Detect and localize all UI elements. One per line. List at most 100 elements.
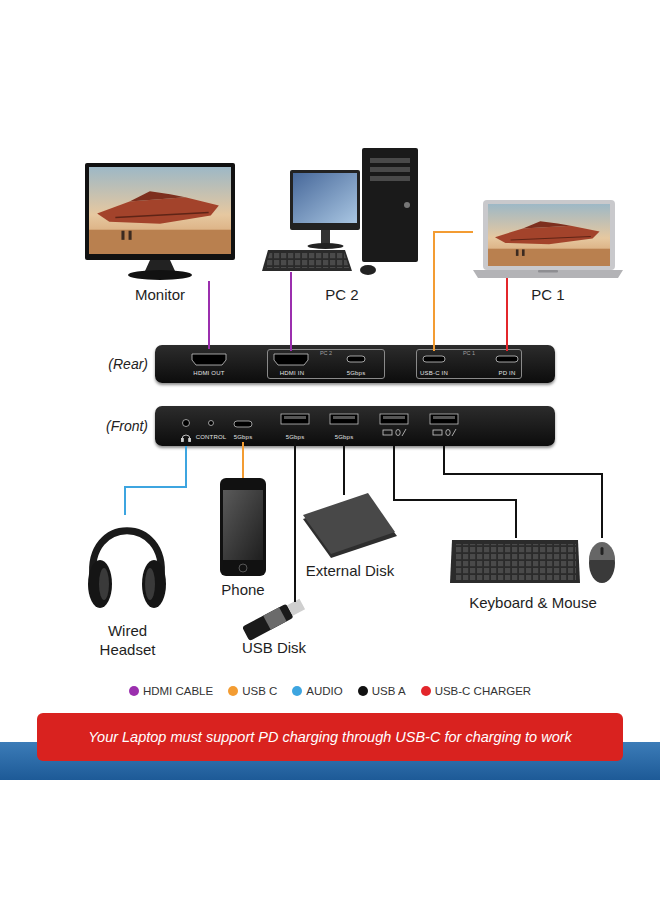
device-label: Phone bbox=[221, 581, 264, 598]
port-label: HDMI IN bbox=[264, 370, 320, 376]
port-box: HDMI IN bbox=[270, 351, 314, 378]
illustration-part bbox=[242, 603, 294, 641]
illustration-part bbox=[284, 416, 306, 419]
legend-text: USB A bbox=[372, 685, 406, 697]
cable-connector bbox=[434, 232, 473, 351]
legend: HDMI CABLEUSB CAUDIOUSB AUSB-C CHARGER bbox=[0, 685, 660, 697]
illustration-part bbox=[483, 200, 615, 270]
illustration-part bbox=[360, 265, 376, 275]
illustration-part bbox=[589, 543, 615, 583]
device-box: USB Disk bbox=[240, 602, 308, 636]
illustration-part bbox=[145, 260, 175, 271]
illustration-part bbox=[496, 356, 518, 362]
illustration-part bbox=[234, 421, 252, 427]
illustration-part bbox=[290, 170, 360, 230]
illustration-part bbox=[321, 230, 330, 245]
illustration-part bbox=[433, 416, 455, 419]
legend-swatch bbox=[358, 686, 368, 696]
illustration-part bbox=[145, 568, 155, 600]
device-box: External Disk bbox=[303, 495, 397, 557]
illustration-part bbox=[303, 497, 397, 558]
illustration-part bbox=[423, 356, 445, 362]
illustration-part bbox=[308, 243, 344, 249]
port-label: PD IN bbox=[488, 370, 526, 376]
headset-illustration bbox=[88, 531, 166, 608]
usb-port-tongues bbox=[284, 416, 455, 419]
device-box: Wired Headset bbox=[85, 515, 170, 610]
port-label: USB-C IN bbox=[413, 370, 455, 376]
cable-connector bbox=[208, 281, 210, 349]
illustration-part bbox=[362, 148, 418, 262]
legend-swatch bbox=[421, 686, 431, 696]
illustration-part bbox=[402, 429, 406, 436]
device-label: Keyboard & Mouse bbox=[469, 594, 597, 611]
illustration-part bbox=[287, 599, 305, 616]
device-box: PC 1 bbox=[473, 200, 623, 278]
port-box: PD IN bbox=[494, 351, 520, 378]
cable-connector bbox=[242, 442, 244, 478]
illustration-part bbox=[192, 354, 226, 365]
group-label: PC 2 bbox=[268, 350, 384, 356]
illustration-part bbox=[347, 356, 365, 362]
port-box: 5Gbps bbox=[280, 413, 310, 442]
port-box: USB-C IN bbox=[419, 351, 449, 378]
cable-connector bbox=[394, 446, 516, 538]
legend-text: HDMI CABLE bbox=[143, 685, 213, 697]
note-text: Your Laptop must support PD charging thr… bbox=[88, 729, 572, 745]
illustration-part bbox=[601, 547, 604, 555]
port-box: 5Gbps bbox=[329, 413, 359, 442]
cable-connector bbox=[444, 446, 602, 538]
device-label: Wired Headset bbox=[83, 621, 173, 659]
device-label: USB Disk bbox=[242, 639, 306, 656]
illustration-part bbox=[396, 430, 400, 436]
illustration-part bbox=[189, 439, 191, 442]
device-label: Monitor bbox=[135, 286, 185, 303]
port-label: 5Gbps bbox=[224, 434, 262, 440]
legend-item: AUDIO bbox=[292, 685, 342, 697]
illustration-part bbox=[450, 540, 580, 583]
device-label: External Disk bbox=[302, 561, 398, 580]
device-box: PC 2 bbox=[262, 148, 422, 272]
port-group: PC 1USB-C INPD IN bbox=[416, 349, 522, 379]
illustration-part bbox=[330, 414, 358, 424]
usb-stick-illustration bbox=[242, 597, 306, 641]
illustration-part bbox=[383, 416, 405, 419]
illustration-part bbox=[433, 430, 442, 435]
keyboard-illustration bbox=[450, 540, 580, 583]
mouse-illustration bbox=[589, 542, 615, 583]
illustration-part bbox=[265, 252, 349, 268]
headphone-symbol bbox=[182, 435, 191, 442]
illustration-part bbox=[220, 478, 266, 576]
note-banner: Your Laptop must support PD charging thr… bbox=[37, 713, 623, 761]
illustration-part bbox=[281, 414, 309, 424]
illustration-part bbox=[370, 167, 410, 172]
port-box: CONTROL bbox=[196, 413, 226, 442]
device-label: PC 1 bbox=[531, 286, 564, 303]
illustration-part bbox=[142, 560, 166, 608]
illustration-part bbox=[430, 414, 458, 424]
illustration-part bbox=[383, 430, 392, 435]
illustration-part bbox=[303, 493, 395, 554]
external-disk-illustration bbox=[303, 493, 397, 558]
illustration-part bbox=[88, 560, 112, 608]
illustration-part bbox=[370, 176, 410, 181]
illustration-part bbox=[446, 430, 450, 436]
illustration-part bbox=[85, 163, 235, 260]
illustration-part bbox=[263, 607, 286, 630]
front-port-icons bbox=[183, 414, 459, 427]
rear-panel: (Rear)HDMI OUTPC 2HDMI IN5GbpsPC 1USB-C … bbox=[155, 345, 555, 383]
group-label: PC 1 bbox=[417, 350, 521, 356]
laptop-illustration bbox=[473, 200, 623, 278]
cable-connector bbox=[294, 442, 296, 602]
device-label: PC 2 bbox=[325, 286, 358, 303]
illustration-part bbox=[93, 531, 162, 578]
legend-swatch bbox=[129, 686, 139, 696]
illustration-part bbox=[452, 429, 456, 436]
legend-item: USB-C CHARGER bbox=[421, 685, 531, 697]
illustration-part bbox=[370, 158, 410, 163]
illustration-part bbox=[380, 414, 408, 424]
port-label: 5Gbps bbox=[274, 434, 316, 440]
